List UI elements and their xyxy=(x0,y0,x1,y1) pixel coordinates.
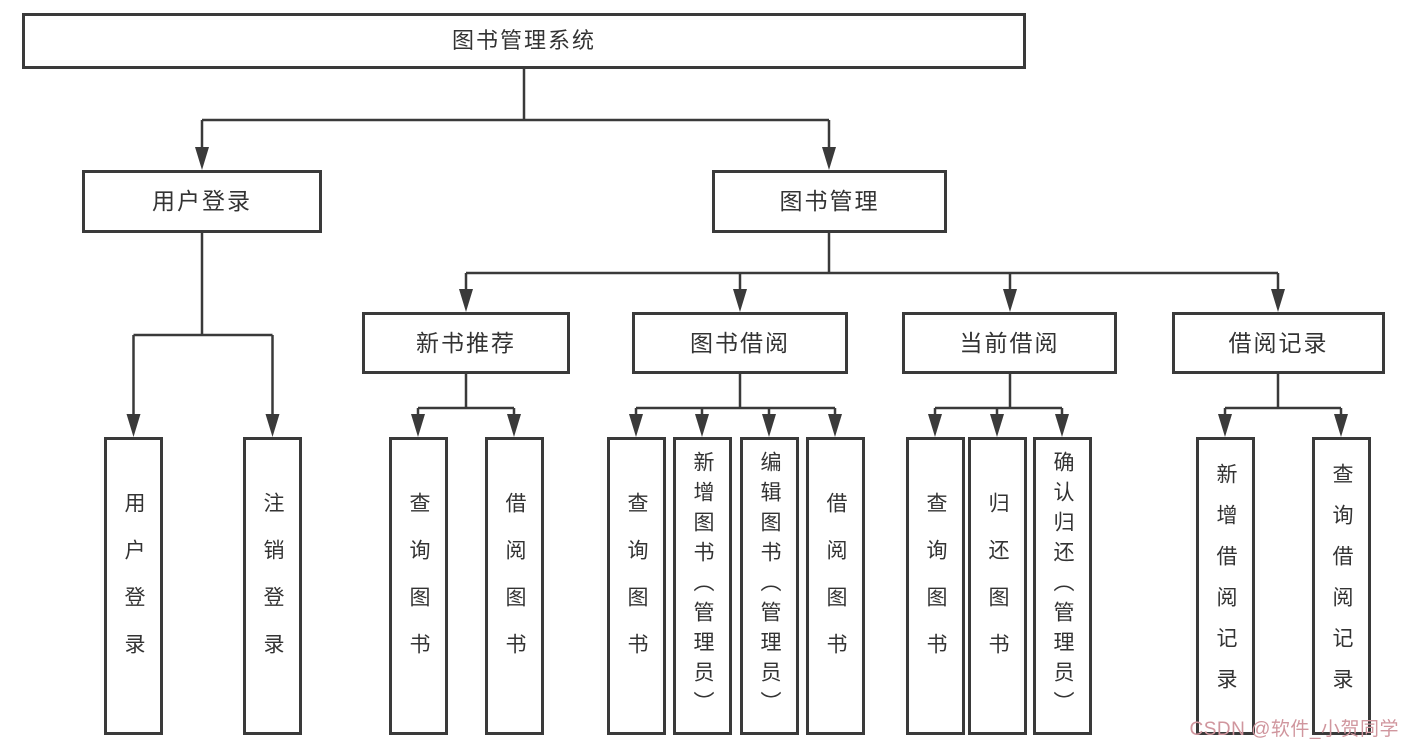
leaf-query-books-recommend: 查询图书 xyxy=(389,437,448,735)
node-book-borrowing: 图书借阅 xyxy=(632,312,848,374)
node-book-management: 图书管理 xyxy=(712,170,947,233)
leaf-edit-books-admin: 编辑图书（管理员） xyxy=(740,437,799,735)
leaf-borrow-books-borrowing: 借阅图书 xyxy=(806,437,865,735)
watermark: CSDN @软件_小贺同学 xyxy=(1189,719,1399,740)
node-current-borrowing: 当前借阅 xyxy=(902,312,1117,374)
leaf-logout: 注销登录 xyxy=(243,437,302,735)
node-system-root: 图书管理系统 xyxy=(22,13,1026,69)
node-borrow-records: 借阅记录 xyxy=(1172,312,1385,374)
leaf-return-books: 归还图书 xyxy=(968,437,1027,735)
leaf-query-books-borrowing: 查询图书 xyxy=(607,437,666,735)
node-new-book-recommend: 新书推荐 xyxy=(362,312,570,374)
leaf-query-books-current: 查询图书 xyxy=(906,437,965,735)
leaf-user-login: 用户登录 xyxy=(104,437,163,735)
node-user-login: 用户登录 xyxy=(82,170,322,233)
leaf-query-borrow-record: 查询借阅记录 xyxy=(1312,437,1371,735)
leaf-borrow-books-recommend: 借阅图书 xyxy=(485,437,544,735)
leaf-confirm-return-admin: 确认归还（管理员） xyxy=(1033,437,1092,735)
leaf-add-books-admin: 新增图书（管理员） xyxy=(673,437,732,735)
leaf-add-borrow-record: 新增借阅记录 xyxy=(1196,437,1255,735)
